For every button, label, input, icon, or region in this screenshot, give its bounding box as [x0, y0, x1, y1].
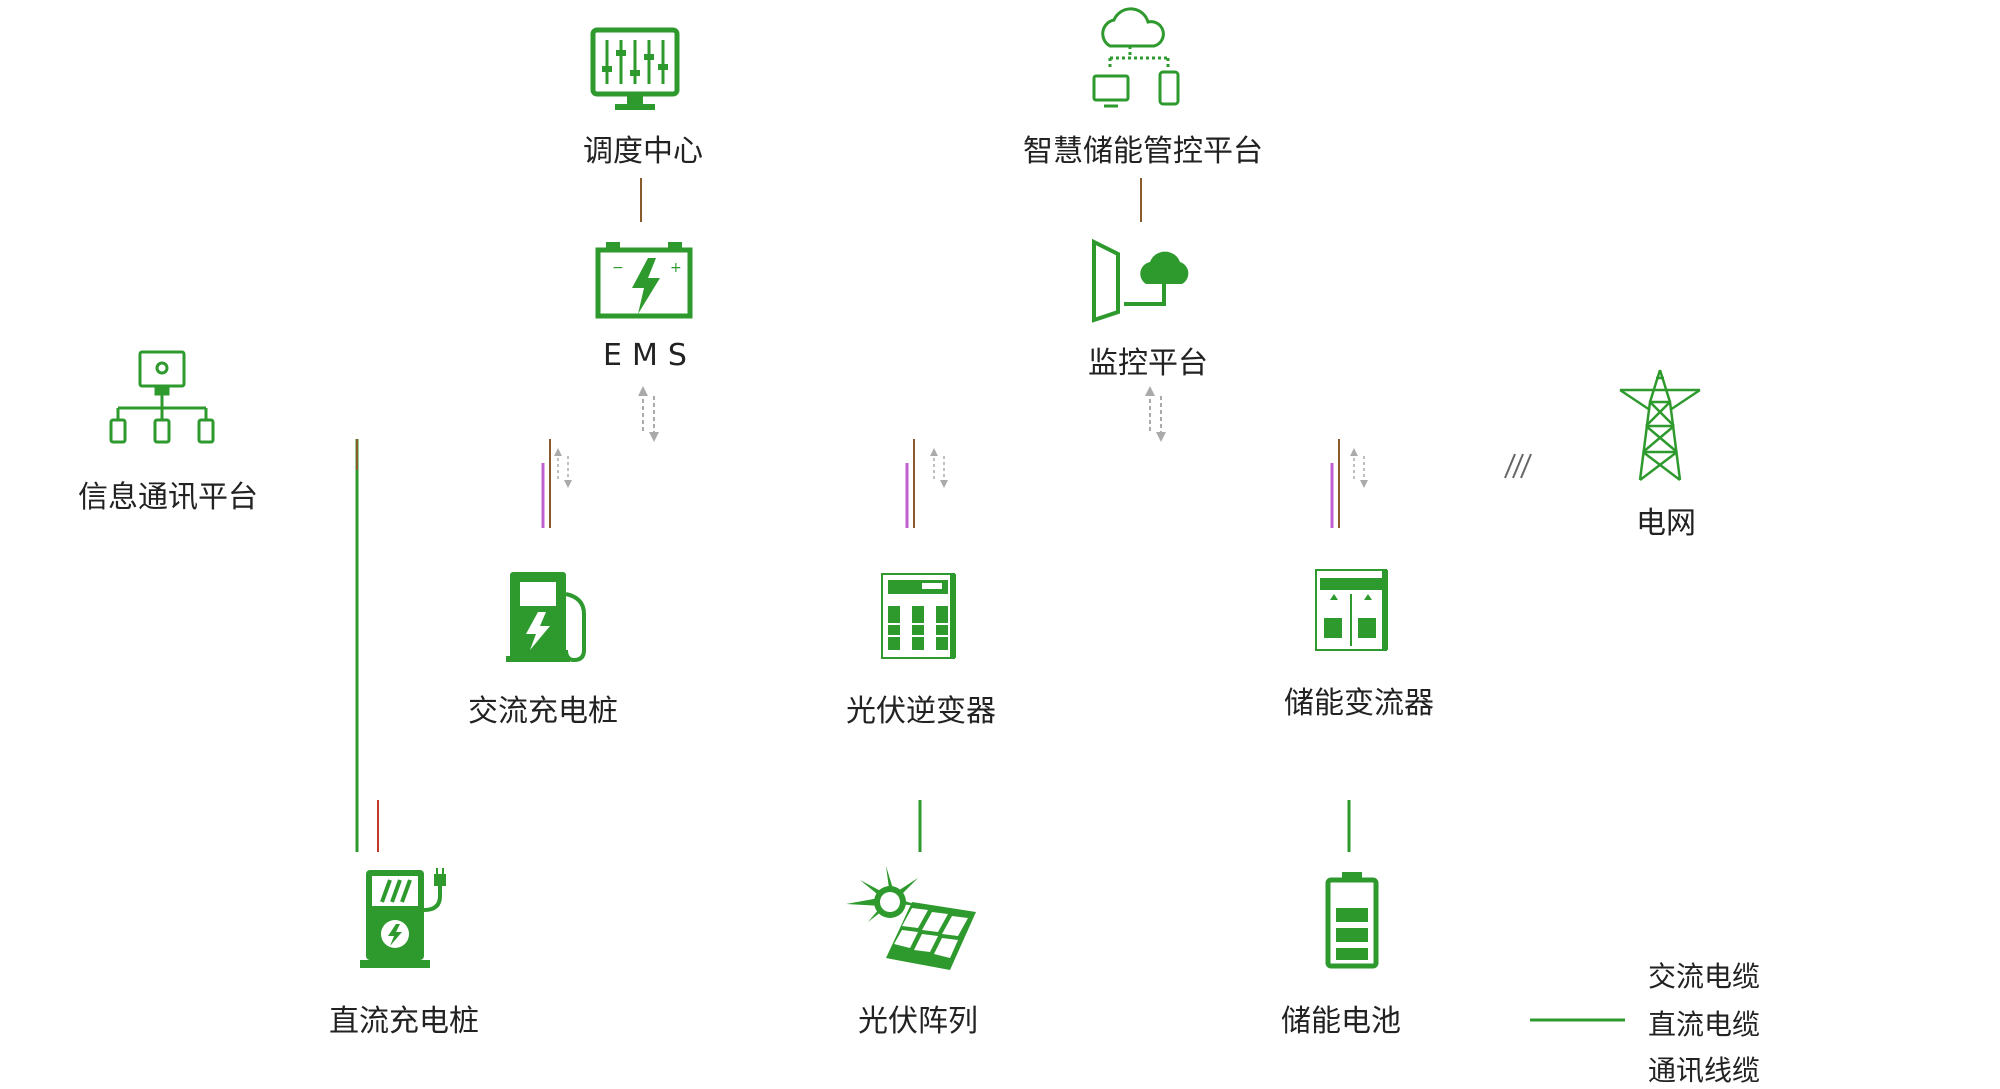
solar-panel-icon [846, 866, 976, 970]
cloud-devices-icon [1092, 7, 1180, 108]
smart-storage-platform-label: 智慧储能管控平台 [1023, 134, 1263, 169]
pv-inverter-icon [881, 573, 956, 659]
dc-charger-label: 直流充电桩 [329, 1004, 479, 1039]
ac-charger-arrows [554, 448, 572, 488]
ac-charger-icon [506, 572, 586, 663]
ac-charger-label: 交流充电桩 [468, 694, 618, 729]
ems-arrows [638, 386, 659, 442]
legend-ac-label: 交流电缆 [1648, 960, 1761, 993]
storage-battery-icon [1325, 872, 1379, 969]
transmission-tower-icon [1619, 369, 1701, 481]
storage-converter-arrows [1350, 448, 1368, 488]
ems-label: EMS [603, 338, 697, 373]
storage-converter-icon [1315, 569, 1388, 651]
grid-label: 电网 [1636, 506, 1696, 541]
monitor-arrows [1145, 386, 1166, 442]
svg-text:−: − [612, 260, 624, 276]
dispatch-center-label: 调度中心 [583, 134, 703, 169]
pv-inverter-label: 光伏逆变器 [846, 694, 996, 729]
pv-array-label: 光伏阵列 [858, 1004, 978, 1039]
ac-charger-drops [541, 439, 551, 528]
pv-inverter-drops [905, 439, 915, 528]
svg-text:+: + [670, 260, 682, 276]
pv-inverter-arrows [930, 448, 948, 488]
network-devices-icon [109, 350, 215, 444]
dc-charger-icon [360, 868, 446, 968]
cloud-upload-icon [1092, 238, 1189, 323]
storage-battery-label: 储能电池 [1281, 1004, 1401, 1039]
storage-converter-drops [1330, 439, 1340, 528]
legend-dc-label: 直流电缆 [1648, 1008, 1761, 1041]
legend-comm-label: 通讯线缆 [1648, 1054, 1761, 1087]
battery-lightning-icon: − + [595, 242, 693, 319]
monitor-platform-label: 监控平台 [1088, 346, 1208, 381]
storage-converter-label: 储能变流器 [1284, 686, 1434, 721]
info-comm-platform-label: 信息通讯平台 [78, 480, 258, 515]
ac-break-mark [1504, 453, 1532, 479]
monitor-sliders-icon [590, 27, 680, 110]
